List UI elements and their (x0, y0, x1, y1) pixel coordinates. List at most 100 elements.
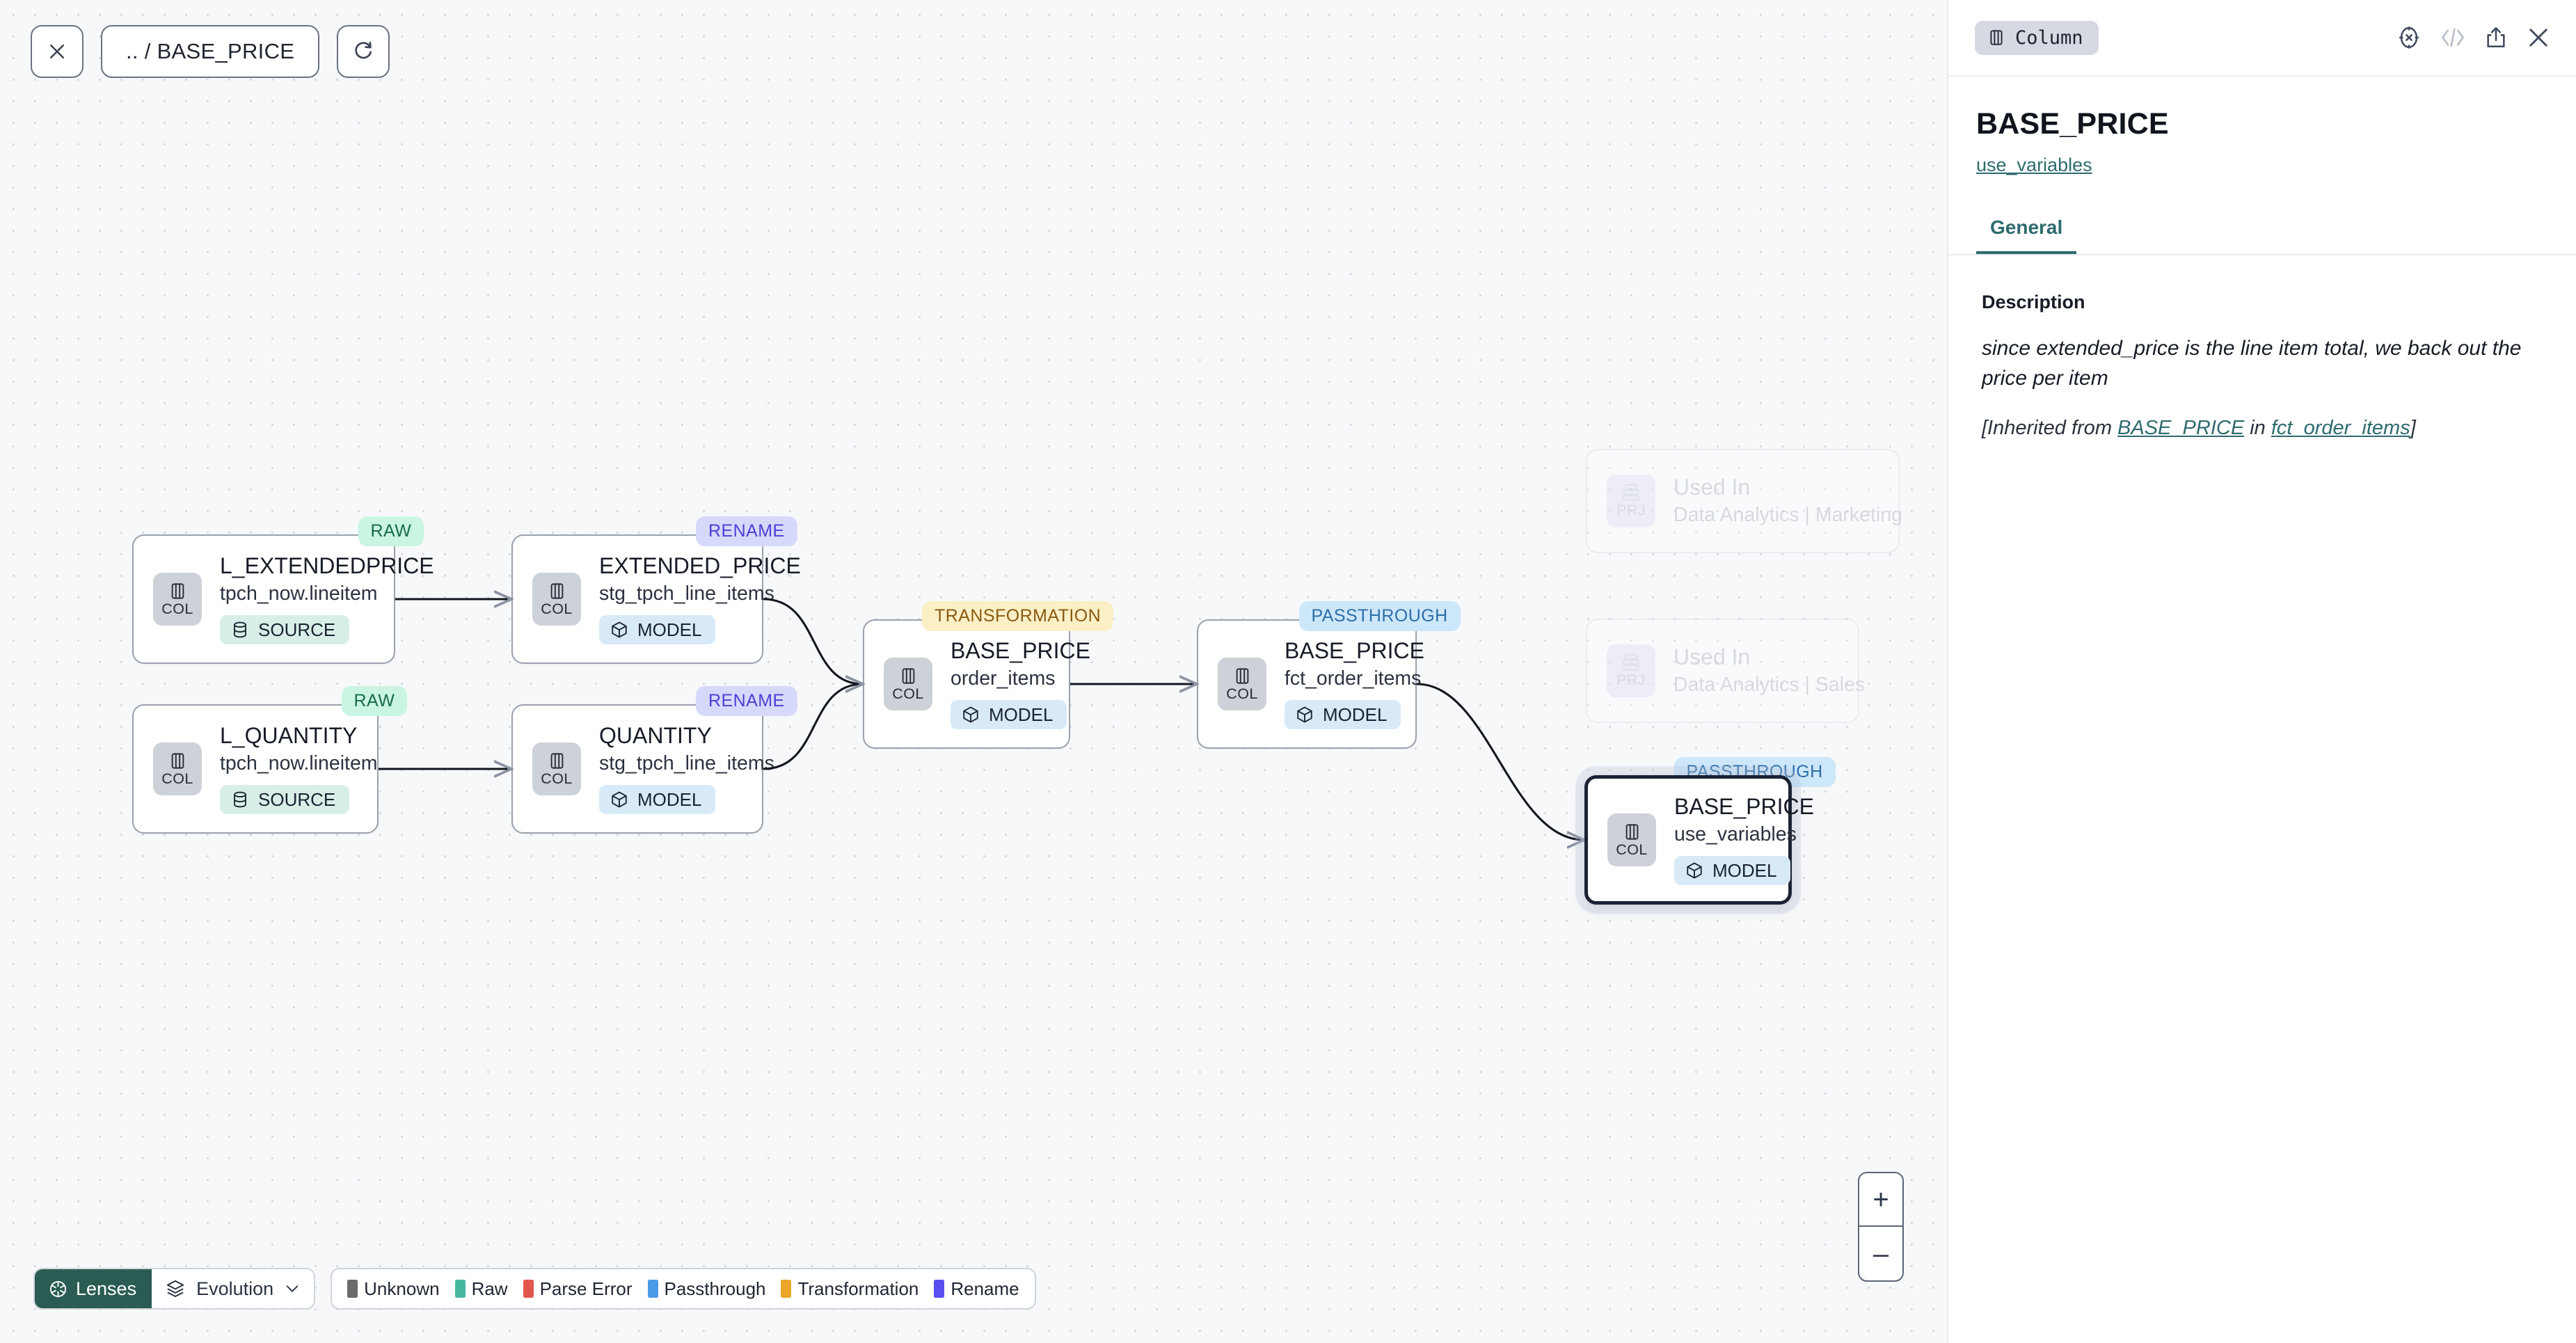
node-title: QUANTITY (599, 723, 712, 749)
prj-badge: PRJ (1607, 644, 1655, 697)
zoom-out-button[interactable]: – (1873, 1238, 1889, 1269)
prj-badge-label: PRJ (1616, 502, 1646, 519)
column-icon (1236, 668, 1248, 684)
node-title: Used In (1673, 644, 1751, 670)
aperture-icon (49, 1280, 67, 1297)
col-badge: COL (532, 742, 581, 795)
column-icon (171, 583, 184, 599)
cube-icon (1297, 706, 1312, 723)
panel-tabs: General (1948, 216, 2576, 255)
col-badge-label: COL (161, 770, 193, 787)
compass-icon (2399, 26, 2419, 49)
legend-swatch (347, 1280, 358, 1298)
refresh-button[interactable] (337, 25, 390, 78)
share-button[interactable] (2484, 26, 2508, 49)
close-icon (50, 45, 64, 58)
graph-node-used-in-sales[interactable]: PRJ Used In Data Analytics | Sales (1586, 619, 1866, 723)
close-graph-button[interactable] (31, 25, 84, 78)
node-tag-raw: RAW (341, 686, 408, 716)
col-badge-label: COL (1226, 685, 1258, 702)
inherited-mid: in (2244, 417, 2271, 440)
column-icon (550, 583, 563, 599)
node-chip-label: SOURCE (258, 788, 336, 810)
node-tag-raw: RAW (358, 516, 424, 546)
col-badge-label: COL (1616, 841, 1648, 858)
legend-swatch (647, 1280, 658, 1298)
inherited-column-link[interactable]: BASE_PRICE (2117, 417, 2245, 440)
col-badge-label: COL (541, 770, 573, 787)
zoom-controls: + – (1858, 1172, 1904, 1282)
evolution-dropdown[interactable]: Evolution (152, 1269, 315, 1308)
project-icon (1623, 484, 1639, 501)
column-icon (1625, 824, 1638, 840)
node-body: Used In Data Analytics | Marketing (1673, 475, 1902, 527)
inherited-prefix: [Inherited from (1982, 417, 2118, 440)
node-chip-label: MODEL (1712, 859, 1777, 881)
legend-swatch (934, 1280, 945, 1298)
entity-type-label: Column (2015, 26, 2083, 49)
zoom-in-button[interactable]: + (1859, 1173, 1902, 1227)
tab-general[interactable]: General (1976, 216, 2077, 254)
panel-header: Column (1948, 0, 2576, 77)
close-panel-button[interactable] (2526, 25, 2551, 50)
inherited-suffix: ] (2410, 417, 2416, 440)
node-title: Used In (1673, 475, 1751, 500)
node-chip: SOURCE (220, 614, 350, 644)
node-body: Used In Data Analytics | Sales (1673, 644, 1866, 697)
node-title: BASE_PRICE (1674, 794, 1814, 820)
model-link[interactable]: use_variables (1976, 154, 2092, 175)
lineage-canvas[interactable]: .. / BASE_PRICE (0, 0, 1947, 1343)
col-badge: COL (1218, 658, 1266, 710)
breadcrumb[interactable]: .. / BASE_PRICE (101, 25, 320, 78)
inherited-model-link[interactable]: fct_order_items (2271, 417, 2410, 440)
code-button[interactable] (2440, 26, 2466, 49)
legend-item: Parse Error (523, 1278, 633, 1300)
col-badge: COL (153, 742, 202, 795)
legend-swatch (781, 1280, 792, 1298)
node-tag-transformation: TRANSFORMATION (922, 601, 1114, 631)
lenses-button[interactable]: Lenses (35, 1269, 152, 1308)
node-chip-label: MODEL (637, 619, 702, 640)
close-icon (2529, 29, 2547, 47)
column-icon (171, 753, 184, 769)
description-section-title: Description (1982, 292, 2085, 312)
node-title: BASE_PRICE (1285, 638, 1424, 664)
node-subtitle: stg_tpch_line_items (599, 582, 774, 605)
node-subtitle: use_variables (1674, 823, 1797, 845)
legend-label: Transformation (797, 1278, 919, 1299)
col-badge: COL (153, 573, 202, 626)
panel-header-actions (2396, 25, 2551, 50)
refresh-icon (355, 41, 372, 59)
lenses-label: Lenses (76, 1278, 137, 1299)
graph-node-used-in-marketing[interactable]: PRJ Used In Data Analytics | Marketing (1586, 449, 1902, 553)
node-subtitle: stg_tpch_line_items (599, 752, 774, 774)
project-icon (1623, 653, 1639, 671)
entity-type-badge: Column (1975, 20, 2099, 55)
legend-item: Raw (454, 1278, 508, 1300)
node-chip: MODEL (951, 699, 1067, 729)
node-chip: MODEL (599, 614, 716, 644)
node-tag-rename: RENAME (696, 686, 797, 716)
legend-label: Raw (471, 1278, 508, 1299)
code-icon (2442, 28, 2464, 47)
explore-button[interactable] (2396, 25, 2422, 50)
node-chip-label: SOURCE (258, 619, 336, 640)
node-subtitle: Data Analytics | Sales (1673, 673, 1866, 696)
node-title: L_EXTENDEDPRICE (220, 553, 434, 579)
canvas-top-controls: .. / BASE_PRICE (31, 25, 390, 78)
